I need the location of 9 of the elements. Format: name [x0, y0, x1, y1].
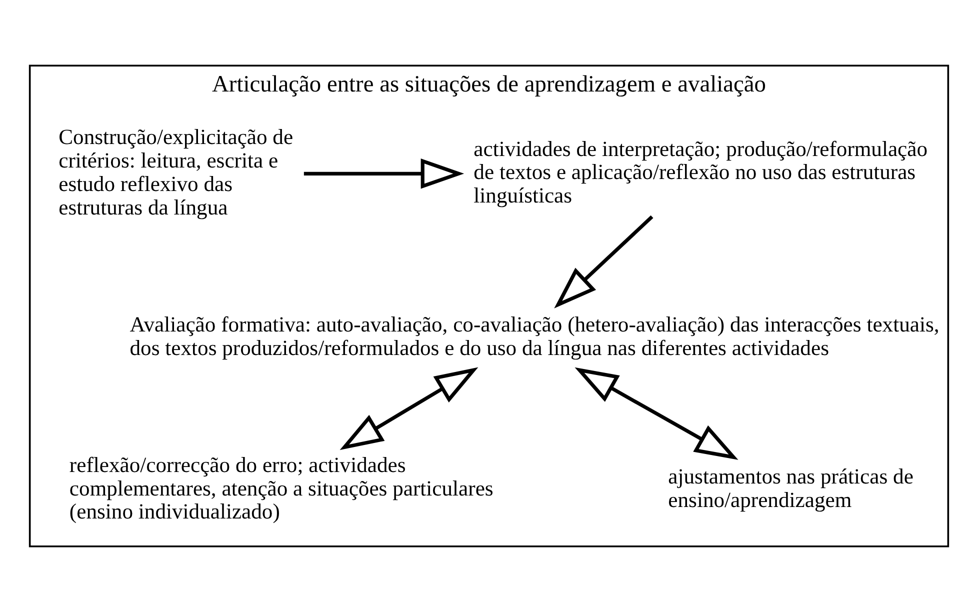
- arrow: [554, 215, 654, 308]
- node-text: reflexão/correcção do erro; actividades complementares, atenção a situações particulares (ensino individualizado): [69, 452, 494, 524]
- arrow: [304, 158, 464, 189]
- arrow: [340, 367, 478, 450]
- node-text: ajustamentos nas práticas de ensino/aprendizagem: [668, 464, 914, 512]
- node-text: Construção/explicitação de critérios: leitura, escrita e estudo reflexivo das estruturas da língua: [58, 125, 294, 220]
- node-text: Avaliação formativa: auto-avaliação, co-avaliação (hetero-avaliação) das interacções textuais, dos textos produzidos/reformulados e do uso da língua nas diferentes actividades: [130, 312, 940, 360]
- arrow: [574, 367, 738, 460]
- node-text: actividades de interpretação; produção/reformulação de textos e aplicação/reflexão no uso das estruturas linguísticas: [474, 136, 928, 208]
